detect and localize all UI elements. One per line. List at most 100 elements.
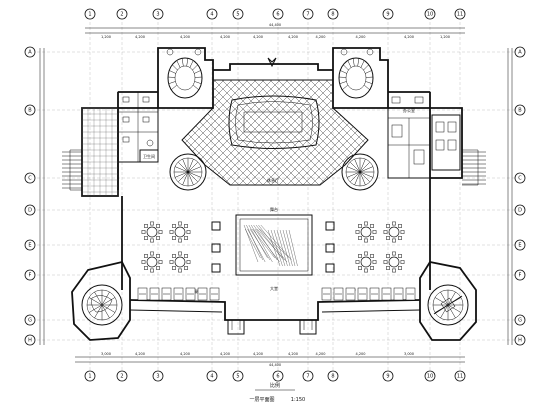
left-axis-bubble: E bbox=[24, 239, 36, 251]
dimension-label: 4,200 bbox=[355, 352, 365, 356]
dimension-label: 4,200 bbox=[135, 35, 145, 39]
top-dimension-labels: 1,200 4,200 4,200 4,200 4,200 4,200 4,200 4,200… bbox=[101, 35, 450, 39]
left-axis-bubble-label: G bbox=[28, 317, 32, 323]
right-axis-bubble: D bbox=[514, 204, 526, 216]
top-axis-bubble: 8 bbox=[327, 8, 339, 20]
left-axis-bubble-label: B bbox=[28, 107, 32, 113]
dimension-label: 4,200 bbox=[404, 35, 414, 39]
dimension-label: 4,200 bbox=[135, 352, 145, 356]
right-axis-bubble: B bbox=[514, 104, 526, 116]
dimension-label: 4,200 bbox=[180, 35, 190, 39]
top-axis-bubble-label: 9 bbox=[386, 11, 389, 17]
left-rotunda bbox=[169, 153, 207, 191]
main-hall: 舞台 大堂 餐厅 餐厅 bbox=[137, 206, 416, 301]
top-axis-bubble-label: 8 bbox=[331, 11, 334, 17]
bottom-axis-bubble: 11 bbox=[454, 370, 466, 382]
right-axis-bubble-label: G bbox=[518, 317, 522, 323]
top-axis-bubble: 5 bbox=[232, 8, 244, 20]
right-axis-bubble: A bbox=[514, 46, 526, 58]
front-entrances bbox=[227, 319, 317, 335]
dining-table bbox=[383, 251, 405, 273]
drawing-title: 一层平面图 bbox=[249, 397, 274, 403]
bottom-axis-bubble: 5 bbox=[232, 370, 244, 382]
north-symbol bbox=[267, 57, 277, 68]
top-axis-bubble-label: 3 bbox=[156, 11, 159, 17]
dimension-label: 4,200 bbox=[288, 352, 298, 356]
dimension-label: 4,200 bbox=[180, 352, 190, 356]
bottom-axis-bubble: 3 bbox=[152, 370, 164, 382]
left-axis-bubble: H bbox=[24, 334, 36, 346]
dimension-label: 3,000 bbox=[404, 352, 414, 356]
right-stair bbox=[338, 48, 374, 99]
top-axis-bubble-label: 11 bbox=[457, 11, 463, 17]
top-axis-bubble-label: 7 bbox=[306, 11, 309, 17]
top-axis-bubble: 2 bbox=[116, 8, 128, 20]
dimension-label: 4,200 bbox=[315, 35, 325, 39]
left-service-rooms: 卫生间 bbox=[117, 91, 159, 163]
left-stair bbox=[166, 48, 203, 99]
stage-label: 舞台 bbox=[270, 206, 278, 212]
left-axis-bubble-label: E bbox=[28, 242, 31, 248]
dimension-label: 4,200 bbox=[288, 35, 298, 39]
left-axis-bubble: B bbox=[24, 104, 36, 116]
dining-table bbox=[141, 251, 163, 273]
top-axis-bubble: 1 bbox=[84, 8, 96, 20]
bottom-axis-bubble-label: 6 bbox=[276, 373, 279, 379]
right-axis-bubble-label: E bbox=[518, 242, 521, 248]
bottom-axis-bubble-label: 9 bbox=[386, 373, 389, 379]
bottom-axis-bubble-label: 7 bbox=[306, 373, 309, 379]
left-axis-bubble-label: F bbox=[29, 272, 32, 278]
left-octagon-detail bbox=[81, 284, 123, 326]
dimension-label: 3,000 bbox=[101, 352, 111, 356]
top-axis-bubble-label: 10 bbox=[427, 11, 433, 17]
right-axis-bubble: F bbox=[514, 269, 526, 281]
left-axis-bubble-label: D bbox=[28, 207, 32, 213]
dining-table bbox=[169, 251, 191, 273]
top-total-dimension: 44,400 bbox=[269, 23, 281, 27]
bottom-axis-bubble: 8 bbox=[327, 370, 339, 382]
bottom-axis-bubble: 4 bbox=[206, 370, 218, 382]
right-axis-bubble: C bbox=[514, 172, 526, 184]
dimension-label: 4,200 bbox=[220, 35, 230, 39]
left-axis-bubble: D bbox=[24, 204, 36, 216]
left-axis-bubble: C bbox=[24, 172, 36, 184]
left-axis-bubble: G bbox=[24, 314, 36, 326]
bottom-axis-bubble-label: 2 bbox=[120, 373, 123, 379]
right-axis-bubble-label: A bbox=[518, 49, 522, 55]
dining-table bbox=[383, 221, 405, 243]
central-lattice-area: 休息厅 bbox=[181, 79, 369, 186]
dimension-label: 4,200 bbox=[355, 35, 365, 39]
top-axis-bubble: 6 bbox=[272, 8, 284, 20]
left-axis-bubble-label: A bbox=[28, 49, 32, 55]
dimension-label: 4,200 bbox=[253, 352, 263, 356]
right-axis-bubble-label: F bbox=[519, 272, 522, 278]
bottom-axis-bubble-label: 11 bbox=[457, 373, 463, 379]
dimension-label: 4,200 bbox=[253, 35, 263, 39]
dimension-label: 4,200 bbox=[220, 352, 230, 356]
bottom-axis-bubble-label: 8 bbox=[331, 373, 334, 379]
left-tiled-annex bbox=[62, 107, 119, 196]
right-rotunda bbox=[341, 153, 379, 191]
bottom-total-dimension: 44,400 bbox=[269, 363, 281, 367]
right-axis-bubble: H bbox=[514, 334, 526, 346]
left-axis-bubble-label: C bbox=[28, 175, 32, 181]
right-axis-bubbles: A B C D E F G H bbox=[514, 46, 526, 346]
top-axis-bubble-label: 5 bbox=[236, 11, 239, 17]
right-service-rooms: 办公室 bbox=[387, 91, 486, 186]
top-axis-bubble: 9 bbox=[382, 8, 394, 20]
right-axis-bubble: G bbox=[514, 314, 526, 326]
bottom-axis-bubble-label: 3 bbox=[156, 373, 159, 379]
dining-table bbox=[355, 221, 377, 243]
bottom-axis-bubble-label: 1 bbox=[88, 373, 91, 379]
bottom-axis-bubble: 2 bbox=[116, 370, 128, 382]
dimension-label: 1,200 bbox=[101, 35, 111, 39]
bottom-axis-bubble-label: 5 bbox=[236, 373, 239, 379]
left-axis-bubbles: A B C D E F G H bbox=[24, 46, 36, 346]
left-axis-bubble: A bbox=[24, 46, 36, 58]
lounge-label: 休息厅 bbox=[267, 177, 279, 183]
drawing-title-block: 比例 一层平面图 1:150 bbox=[249, 382, 305, 403]
top-axis-bubble: 11 bbox=[454, 8, 466, 20]
